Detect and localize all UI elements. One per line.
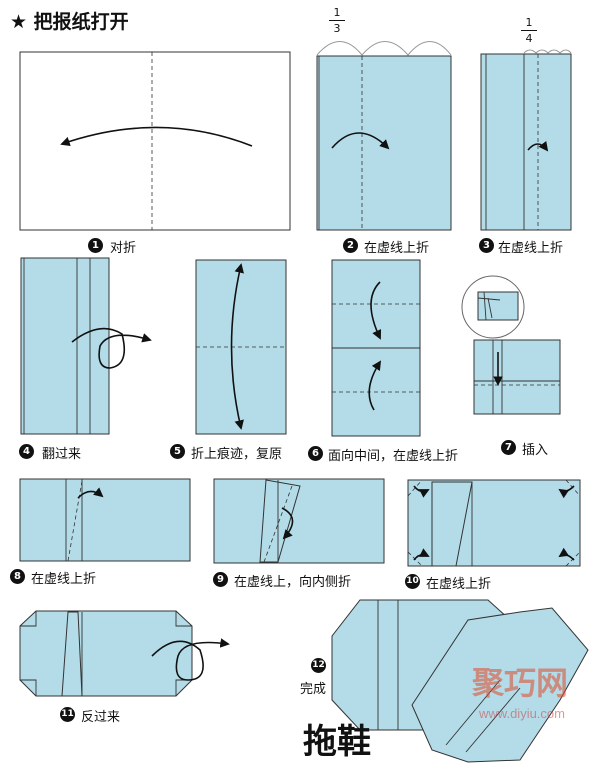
step11-figure [19,610,230,697]
step-number-1: 1 [88,238,103,253]
step-label-5: 折上痕迹，复原 [191,447,283,462]
step1-figure [19,51,291,231]
step7-figure [461,275,561,415]
step-label-2: 在虚线上折 [364,241,430,256]
step3-figure [480,49,572,231]
step-label-12: 完成 [300,682,327,697]
step2-figure [316,41,452,231]
step-number-2: 2 [343,238,358,253]
step-label-7: 插入 [522,443,549,458]
page-title: ★ 把报纸打开 [10,11,129,33]
step-number-9: 9 [213,572,228,587]
watermark: 聚巧网 www.diyiu.com [471,665,568,721]
svg-text:www.diyiu.com: www.diyiu.com [478,706,565,721]
step8-figure [19,478,191,562]
step-number-5: 5 [170,444,185,459]
step6-figure [331,259,421,437]
step-number-10: 10 [405,574,420,589]
step-number-4: 4 [19,444,34,459]
step-label-3: 在虚线上折 [498,241,564,256]
step-label-1: 对折 [110,241,137,256]
step5-figure [195,259,287,435]
step-number-6: 6 [308,446,323,461]
step-number-3: 3 [479,238,494,253]
step-label-4: 翻过来 [42,447,82,462]
step4-figure [20,257,152,435]
step-label-8: 在虚线上折 [31,572,97,587]
step-number-7: 7 [501,440,516,455]
step-label-9: 在虚线上，向内侧折 [234,575,352,590]
final-title: 拖鞋 [303,722,371,762]
step-number-12: 12 [311,658,326,673]
step9-figure [213,478,385,564]
svg-text:聚巧网: 聚巧网 [471,665,568,701]
step-number-11: 11 [60,707,75,722]
step-label-11: 反过来 [81,710,121,725]
step-label-10: 在虚线上折 [426,577,492,592]
step-label-6: 面向中间，在虚线上折 [328,449,459,464]
step12-figure [331,599,589,763]
step10-figure [407,479,581,567]
step-number-8: 8 [10,569,25,584]
